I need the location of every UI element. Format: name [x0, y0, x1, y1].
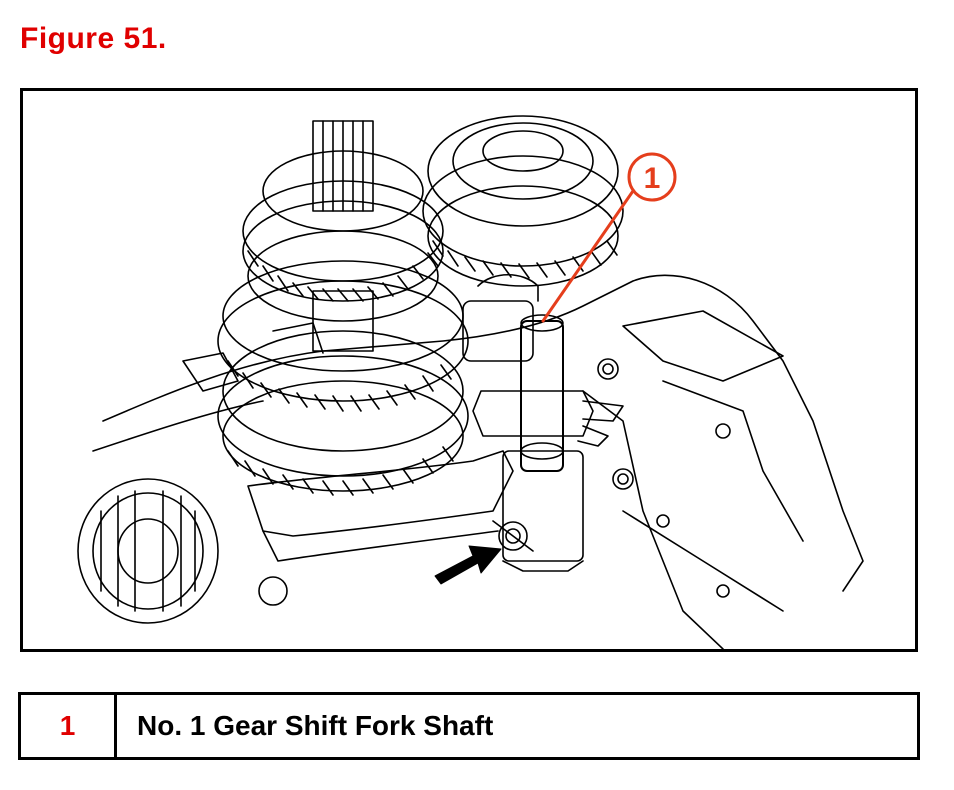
transmission-case [92, 274, 864, 649]
main-shaft-gears [217, 120, 469, 496]
bearing-left [77, 478, 288, 624]
countershaft-gears [422, 115, 624, 287]
shift-fork-assembly [247, 274, 624, 572]
legend-table: 1 No. 1 Gear Shift Fork Shaft [18, 692, 920, 760]
drawing-frame: 1 [20, 88, 918, 652]
callout-number: 1 [644, 162, 661, 195]
legend-description: No. 1 Gear Shift Fork Shaft [137, 710, 494, 741]
legend-number: 1 [21, 695, 117, 757]
gear-shift-drawing: 1 [77, 115, 864, 649]
callout-1: 1 [541, 152, 677, 323]
figure-title: Figure 51. [20, 22, 167, 55]
bolt-pointer-arrow [434, 545, 502, 585]
